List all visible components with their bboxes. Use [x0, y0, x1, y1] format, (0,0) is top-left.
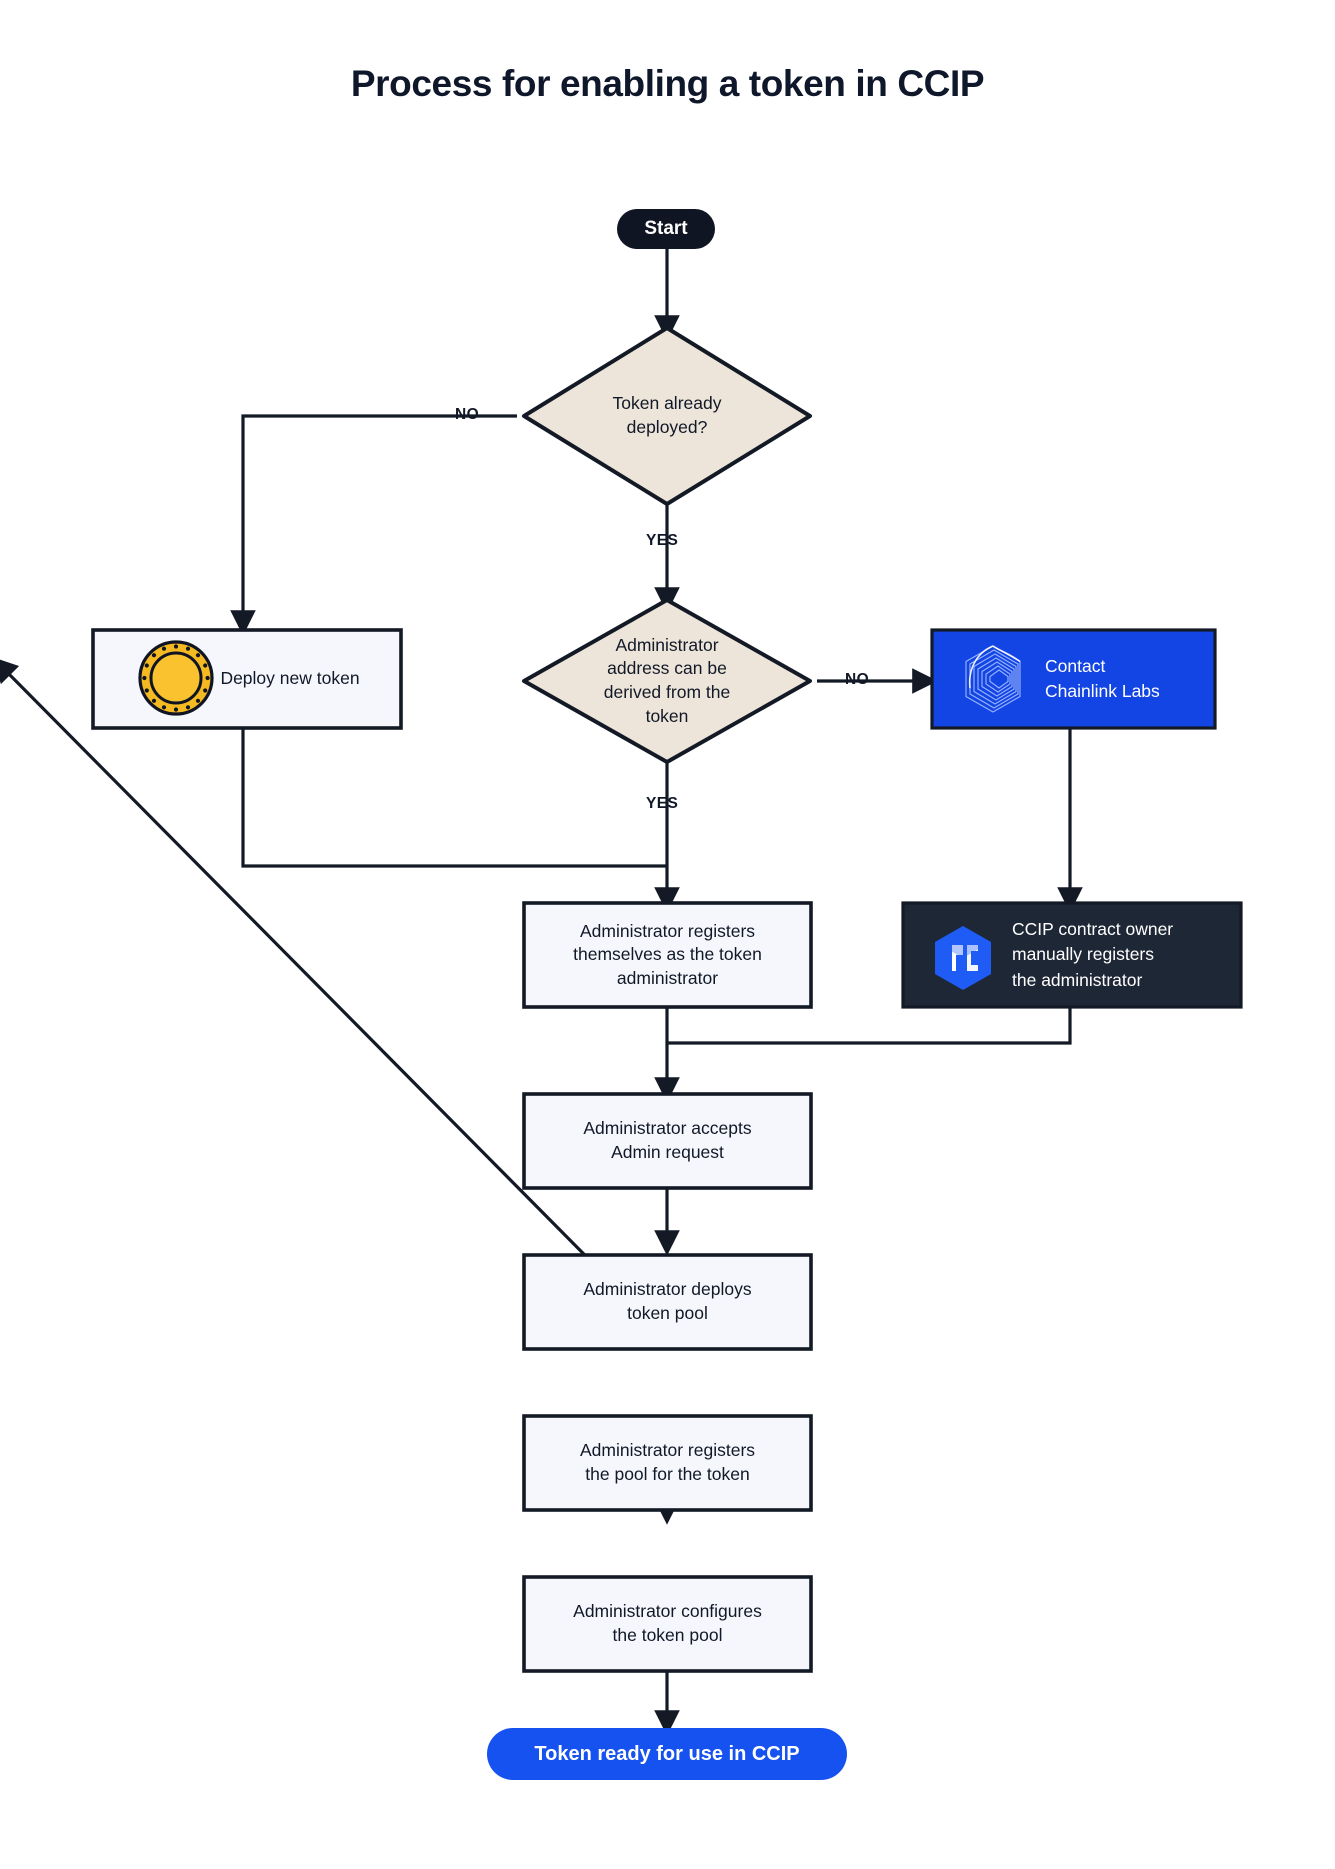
edge-deploy-merge: [241, 728, 667, 868]
ccip-owner-registers-shape[interactable]: [901, 901, 1243, 1009]
edge-label-decision1-yes: YES: [646, 532, 679, 549]
admin-configures-pool-shape[interactable]: [522, 1575, 813, 1673]
contact-chainlink-shape[interactable]: [930, 628, 1217, 730]
admin-deploys-pool-shape[interactable]: [522, 1253, 813, 1351]
edge-deploys-to-registerspool: [0, 656, 669, 1340]
decision-token-deployed-shape[interactable]: [522, 326, 812, 506]
admin-accepts-shape[interactable]: [522, 1092, 813, 1190]
edge-decision1-no: [230, 414, 517, 636]
admin-registers-pool-shape[interactable]: [522, 1414, 813, 1512]
edge-label-decision1-no: NO: [455, 406, 480, 423]
gold-coin-icon: [138, 640, 214, 716]
page-title: Process for enabling a token in CCIP: [350, 63, 985, 104]
ccip-logo-icon: [935, 926, 991, 990]
admin-registers-self-shape[interactable]: [522, 901, 813, 1009]
chainlink-logo-icon: [965, 645, 1021, 713]
token-ready-shape[interactable]: [487, 1728, 847, 1780]
edge-ccip-merge: [667, 1007, 1072, 1045]
edge-label-decision2-no: NO: [845, 671, 870, 688]
decision-admin-derivable-shape[interactable]: [522, 598, 812, 764]
start-node-shape[interactable]: [617, 209, 715, 249]
edge-label-decision2-yes: YES: [646, 795, 679, 812]
